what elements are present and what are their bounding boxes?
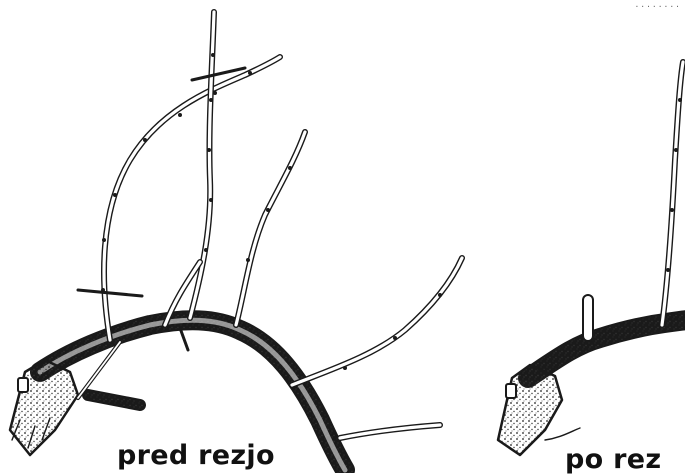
middle-shoot [236, 132, 305, 325]
caption-after-pruning: po rez [565, 444, 661, 475]
after-cordon [528, 320, 685, 378]
caption-before-pruning: pred rezjo [117, 440, 275, 471]
cut-mark-lower [78, 290, 142, 296]
after-pruning-panel [498, 62, 685, 455]
bud-dots [101, 71, 252, 292]
left-cane [101, 57, 280, 340]
after-trunk [498, 365, 580, 455]
cut-mark-spur [180, 328, 188, 350]
trunk [10, 360, 78, 455]
before-pruning-panel [10, 12, 462, 470]
bottom-shoot [340, 425, 440, 438]
corner-mark: ........ [634, 0, 681, 9]
after-cane [662, 62, 683, 325]
right-shoot [292, 258, 462, 385]
